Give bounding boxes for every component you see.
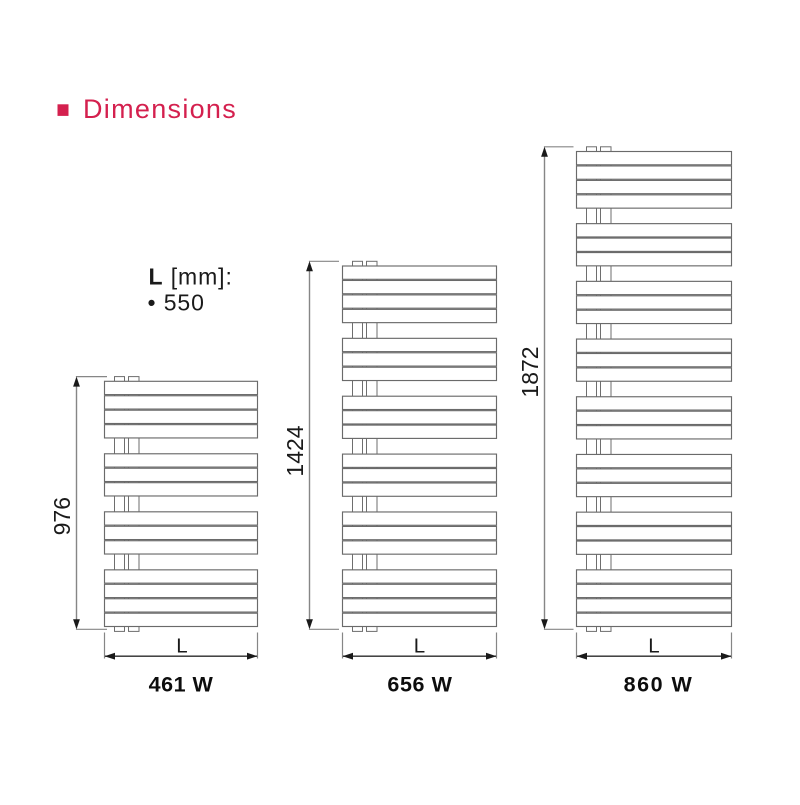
svg-text:976: 976	[49, 497, 75, 535]
svg-text:1424: 1424	[282, 425, 308, 476]
svg-text:1872: 1872	[517, 346, 543, 397]
svg-text:L: L	[414, 634, 425, 657]
svg-text:L: L	[648, 634, 659, 657]
svg-text:860 W: 860 W	[624, 673, 694, 697]
svg-text:656 W: 656 W	[387, 673, 452, 697]
svg-text:Dimensions: Dimensions	[83, 94, 237, 124]
svg-text:L: L	[176, 634, 187, 657]
svg-text:L [mm]:: L [mm]:	[149, 264, 233, 290]
svg-text:• 550: • 550	[148, 290, 205, 316]
svg-text:461 W: 461 W	[149, 673, 214, 697]
